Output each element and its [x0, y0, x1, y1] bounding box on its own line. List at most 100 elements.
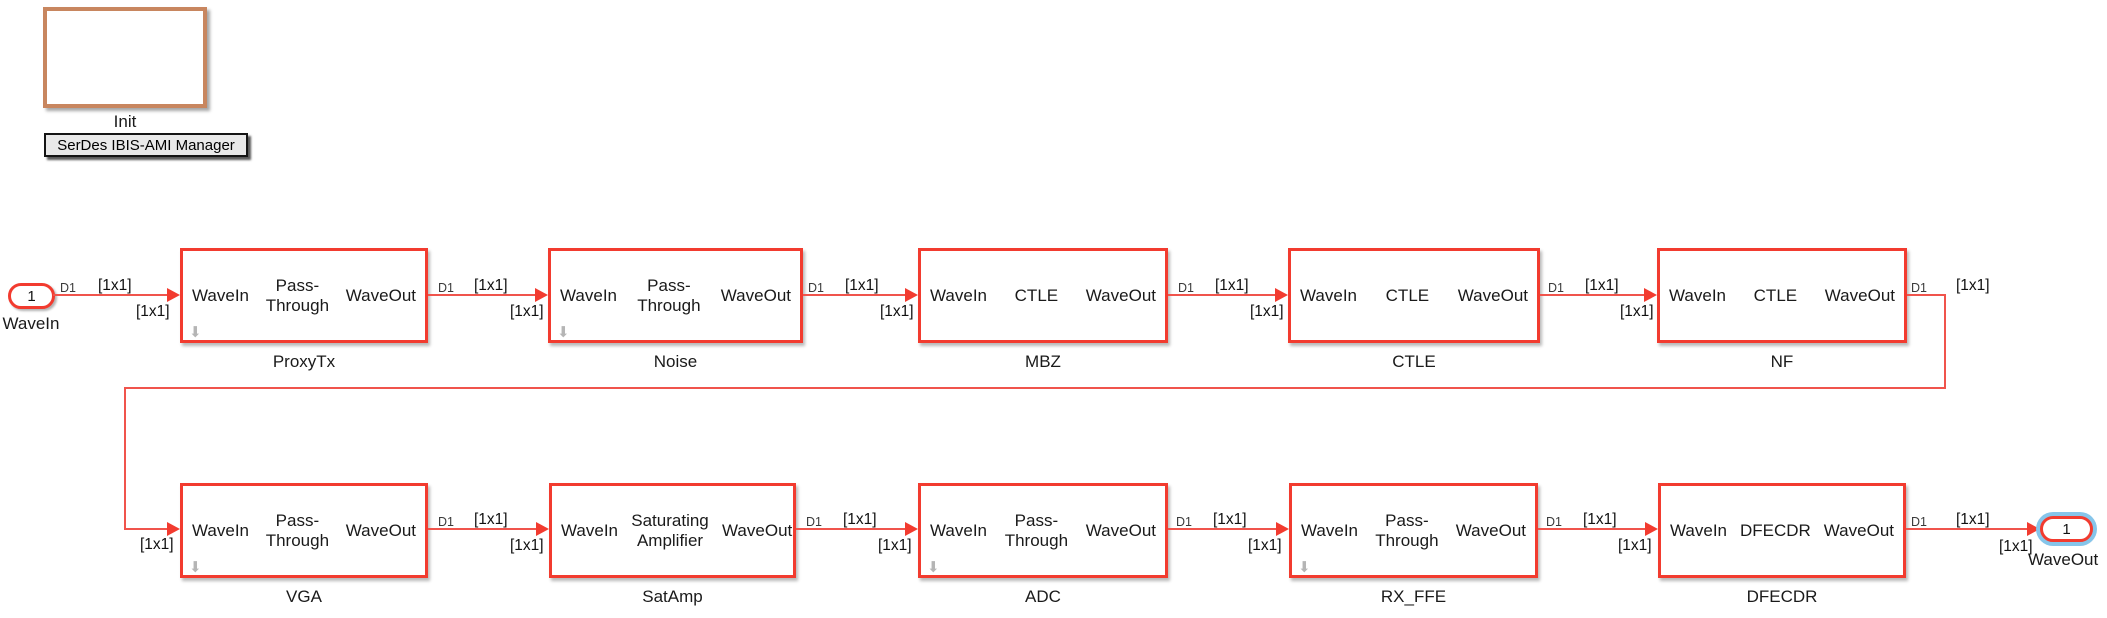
- block-name-label[interactable]: ProxyTx: [272, 352, 336, 371]
- physical-port-indicator-icon: ⬇: [189, 559, 202, 576]
- block-name-label[interactable]: CTLE: [1392, 352, 1436, 371]
- block-name-label[interactable]: RX_FFE: [1380, 587, 1447, 606]
- block-function-label: Pass-Through: [1004, 510, 1069, 550]
- arrowhead-icon: [167, 522, 180, 536]
- signal-dimension-label: [1x1]: [845, 277, 879, 294]
- signal-dimension-label: [1x1]: [510, 537, 544, 554]
- block-name-label[interactable]: Init: [113, 112, 137, 131]
- signal-wire[interactable]: [1540, 294, 1644, 296]
- block-input-port-label: WaveIn: [1301, 520, 1359, 540]
- outport-waveout[interactable]: 1: [2040, 516, 2093, 542]
- signal-wire[interactable]: [803, 294, 905, 296]
- arrowhead-icon: [905, 522, 918, 536]
- physical-port-indicator-icon: ⬇: [1298, 559, 1311, 576]
- block-adc[interactable]: WaveIn Pass-Through WaveOut ⬇: [918, 483, 1168, 578]
- block-mbz[interactable]: WaveIn CTLE WaveOut: [918, 248, 1168, 343]
- block-ctle[interactable]: WaveIn CTLE WaveOut: [1288, 248, 1540, 343]
- arrowhead-icon: [536, 522, 549, 536]
- signal-wire[interactable]: [1907, 294, 1945, 296]
- inport-label[interactable]: WaveIn: [2, 314, 60, 333]
- signal-wire[interactable]: [124, 387, 1946, 389]
- signal-wire[interactable]: [428, 528, 536, 530]
- block-function-label: DFECDR: [1739, 520, 1811, 540]
- signal-wire[interactable]: [1538, 528, 1645, 530]
- block-output-port-label: WaveOut: [722, 520, 793, 540]
- block-name-label[interactable]: MBZ: [1025, 352, 1061, 371]
- signal-wire[interactable]: [1168, 294, 1275, 296]
- signal-dimension-label: [1x1]: [1956, 511, 1990, 528]
- inport-number: 1: [27, 287, 36, 305]
- signal-dimension-label: [1x1]: [98, 277, 132, 294]
- block-function-label: CTLE: [1014, 285, 1059, 305]
- signal-name-label: D1: [1548, 281, 1564, 295]
- signal-name-label: D1: [60, 281, 76, 295]
- signal-dimension-label: [1x1]: [1618, 537, 1652, 554]
- block-output-port-label: WaveOut: [1085, 520, 1156, 540]
- block-name-label[interactable]: SatAmp: [642, 587, 703, 606]
- block-dfecdr[interactable]: WaveIn DFECDR WaveOut: [1658, 483, 1906, 578]
- block-name-label[interactable]: DFECDR: [1746, 587, 1818, 606]
- block-init[interactable]: [43, 7, 207, 108]
- block-function-label: Pass-Through: [265, 510, 330, 550]
- signal-wire[interactable]: [428, 294, 535, 296]
- block-output-port-label: WaveOut: [1824, 285, 1895, 305]
- signal-dimension-label: [1x1]: [878, 537, 912, 554]
- signal-dimension-label: [1x1]: [474, 277, 508, 294]
- arrowhead-icon: [2027, 522, 2040, 536]
- block-satamp[interactable]: WaveIn Saturating Amplifier WaveOut: [549, 483, 796, 578]
- block-output-port-label: WaveOut: [720, 285, 791, 305]
- signal-wire[interactable]: [1168, 528, 1276, 530]
- block-input-port-label: WaveIn: [1669, 285, 1727, 305]
- signal-dimension-label: [1x1]: [136, 303, 170, 320]
- outport-label[interactable]: WaveOut: [2028, 550, 2099, 569]
- block-vga[interactable]: WaveIn Pass-Through WaveOut ⬇: [180, 483, 428, 578]
- inport-wavein[interactable]: 1: [8, 283, 55, 309]
- block-function-label: CTLE: [1753, 285, 1798, 305]
- signal-dimension-label: [1x1]: [1583, 511, 1617, 528]
- block-function-label: Pass-Through: [1375, 510, 1439, 550]
- signal-dimension-label: [1x1]: [843, 511, 877, 528]
- block-output-port-label: WaveOut: [1823, 520, 1894, 540]
- arrowhead-icon: [167, 288, 180, 302]
- signal-name-label: D1: [438, 515, 454, 529]
- block-name-label[interactable]: Noise: [653, 352, 698, 371]
- arrowhead-icon: [1275, 288, 1288, 302]
- signal-wire[interactable]: [124, 528, 167, 530]
- block-input-port-label: WaveIn: [930, 285, 988, 305]
- arrowhead-icon: [1645, 522, 1658, 536]
- signal-dimension-label: [1x1]: [1248, 537, 1282, 554]
- block-input-port-label: WaveIn: [1300, 285, 1358, 305]
- block-input-port-label: WaveIn: [1670, 520, 1728, 540]
- signal-dimension-label: [1x1]: [1956, 277, 1990, 294]
- signal-wire[interactable]: [1944, 294, 1946, 388]
- block-name-label[interactable]: NF: [1770, 352, 1794, 371]
- signal-dimension-label: [1x1]: [1999, 538, 2033, 555]
- signal-name-label: D1: [808, 281, 824, 295]
- block-noise[interactable]: WaveIn Pass-Through WaveOut ⬇: [548, 248, 803, 343]
- arrowhead-icon: [1644, 288, 1657, 302]
- block-input-port-label: WaveIn: [930, 520, 988, 540]
- signal-wire[interactable]: [796, 528, 905, 530]
- signal-wire[interactable]: [124, 387, 126, 529]
- block-function-label: CTLE: [1385, 285, 1430, 305]
- block-rx-ffe[interactable]: WaveIn Pass-Through WaveOut ⬇: [1289, 483, 1538, 578]
- signal-name-label: D1: [1546, 515, 1562, 529]
- block-output-port-label: WaveOut: [345, 520, 416, 540]
- block-output-port-label: WaveOut: [345, 285, 416, 305]
- signal-name-label: D1: [438, 281, 454, 295]
- block-proxytx[interactable]: WaveIn Pass-Through WaveOut ⬇: [180, 248, 428, 343]
- signal-dimension-label: [1x1]: [880, 303, 914, 320]
- serdes-ibis-ami-manager-button[interactable]: SerDes IBIS-AMI Manager: [44, 133, 248, 157]
- block-input-port-label: WaveIn: [561, 520, 619, 540]
- signal-wire[interactable]: [53, 294, 167, 296]
- block-function-label: Pass-Through: [637, 275, 701, 315]
- arrowhead-icon: [1276, 522, 1289, 536]
- block-name-label[interactable]: VGA: [286, 587, 322, 606]
- signal-wire[interactable]: [1906, 528, 2027, 530]
- signal-dimension-label: [1x1]: [140, 536, 174, 553]
- block-output-port-label: WaveOut: [1455, 520, 1526, 540]
- block-nf[interactable]: WaveIn CTLE WaveOut: [1657, 248, 1907, 343]
- block-output-port-label: WaveOut: [1457, 285, 1528, 305]
- block-name-label[interactable]: ADC: [1025, 587, 1061, 606]
